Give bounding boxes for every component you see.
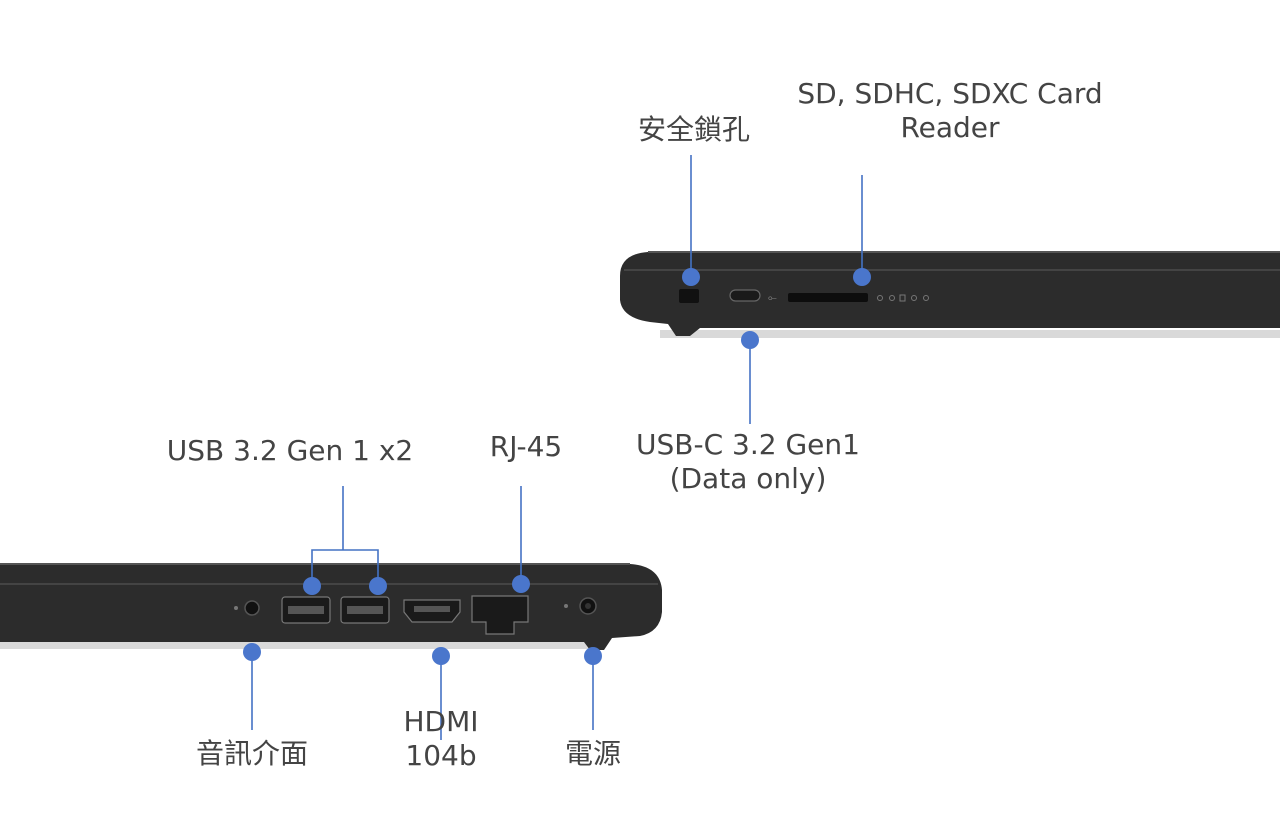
label-rj45: RJ-45: [489, 430, 563, 463]
laptop-left-side: [0, 563, 662, 650]
usb-a-port-1-tongue: [288, 606, 324, 614]
marker-usb-a-2: [369, 577, 387, 595]
marker-audio: [243, 643, 261, 661]
label-usb-a: USB 3.2 Gen 1 x2: [166, 434, 414, 467]
label-security-lock: 安全鎖孔: [637, 113, 751, 146]
callout-markers: [243, 268, 871, 665]
led-indicator-icon: [911, 295, 917, 301]
led-indicator-icon: [877, 295, 883, 301]
laptop-left-body: [0, 564, 662, 650]
hdmi-port-tongue: [414, 606, 450, 612]
marker-rj45: [512, 575, 530, 593]
led-indicator-icon: [889, 295, 895, 301]
power-indicator-icon: [564, 604, 568, 608]
audio-jack-port: [244, 600, 260, 616]
marker-usb-a-1: [303, 577, 321, 595]
led-indicator-icon: [923, 295, 929, 301]
usb-a-port-2-tongue: [347, 606, 383, 614]
audio-indicator-icon: [234, 606, 238, 610]
label-usb-c: USB-C 3.2 Gen1 (Data only): [636, 428, 860, 495]
label-hdmi: HDMI 104b: [403, 705, 479, 772]
rj45-port: [471, 595, 529, 635]
label-power: 電源: [564, 737, 622, 770]
marker-security-lock: [682, 268, 700, 286]
sd-card-slot: [788, 293, 868, 302]
led-indicator-icon: [899, 294, 906, 302]
power-jack-pin: [585, 603, 591, 609]
callout-bracket-usb-a: [311, 549, 379, 584]
usb-symbol-icon: ⟜: [768, 291, 777, 304]
marker-sd-card: [853, 268, 871, 286]
marker-hdmi: [432, 647, 450, 665]
marker-power: [584, 647, 602, 665]
laptop-bottom-edge: [660, 330, 1280, 338]
marker-usb-c: [741, 331, 759, 349]
laptop-right-body: [620, 252, 1280, 336]
laptop-bottom-edge-left: [0, 640, 600, 649]
usb-c-port: [729, 289, 761, 302]
callout-lines: [251, 155, 863, 740]
security-lock-slot: [679, 289, 699, 303]
laptop-right-side: ⟜: [620, 251, 1280, 338]
label-audio: 音訊介面: [195, 737, 309, 770]
label-sd-card-reader: SD, SDHC, SDXC Card Reader: [797, 77, 1103, 144]
